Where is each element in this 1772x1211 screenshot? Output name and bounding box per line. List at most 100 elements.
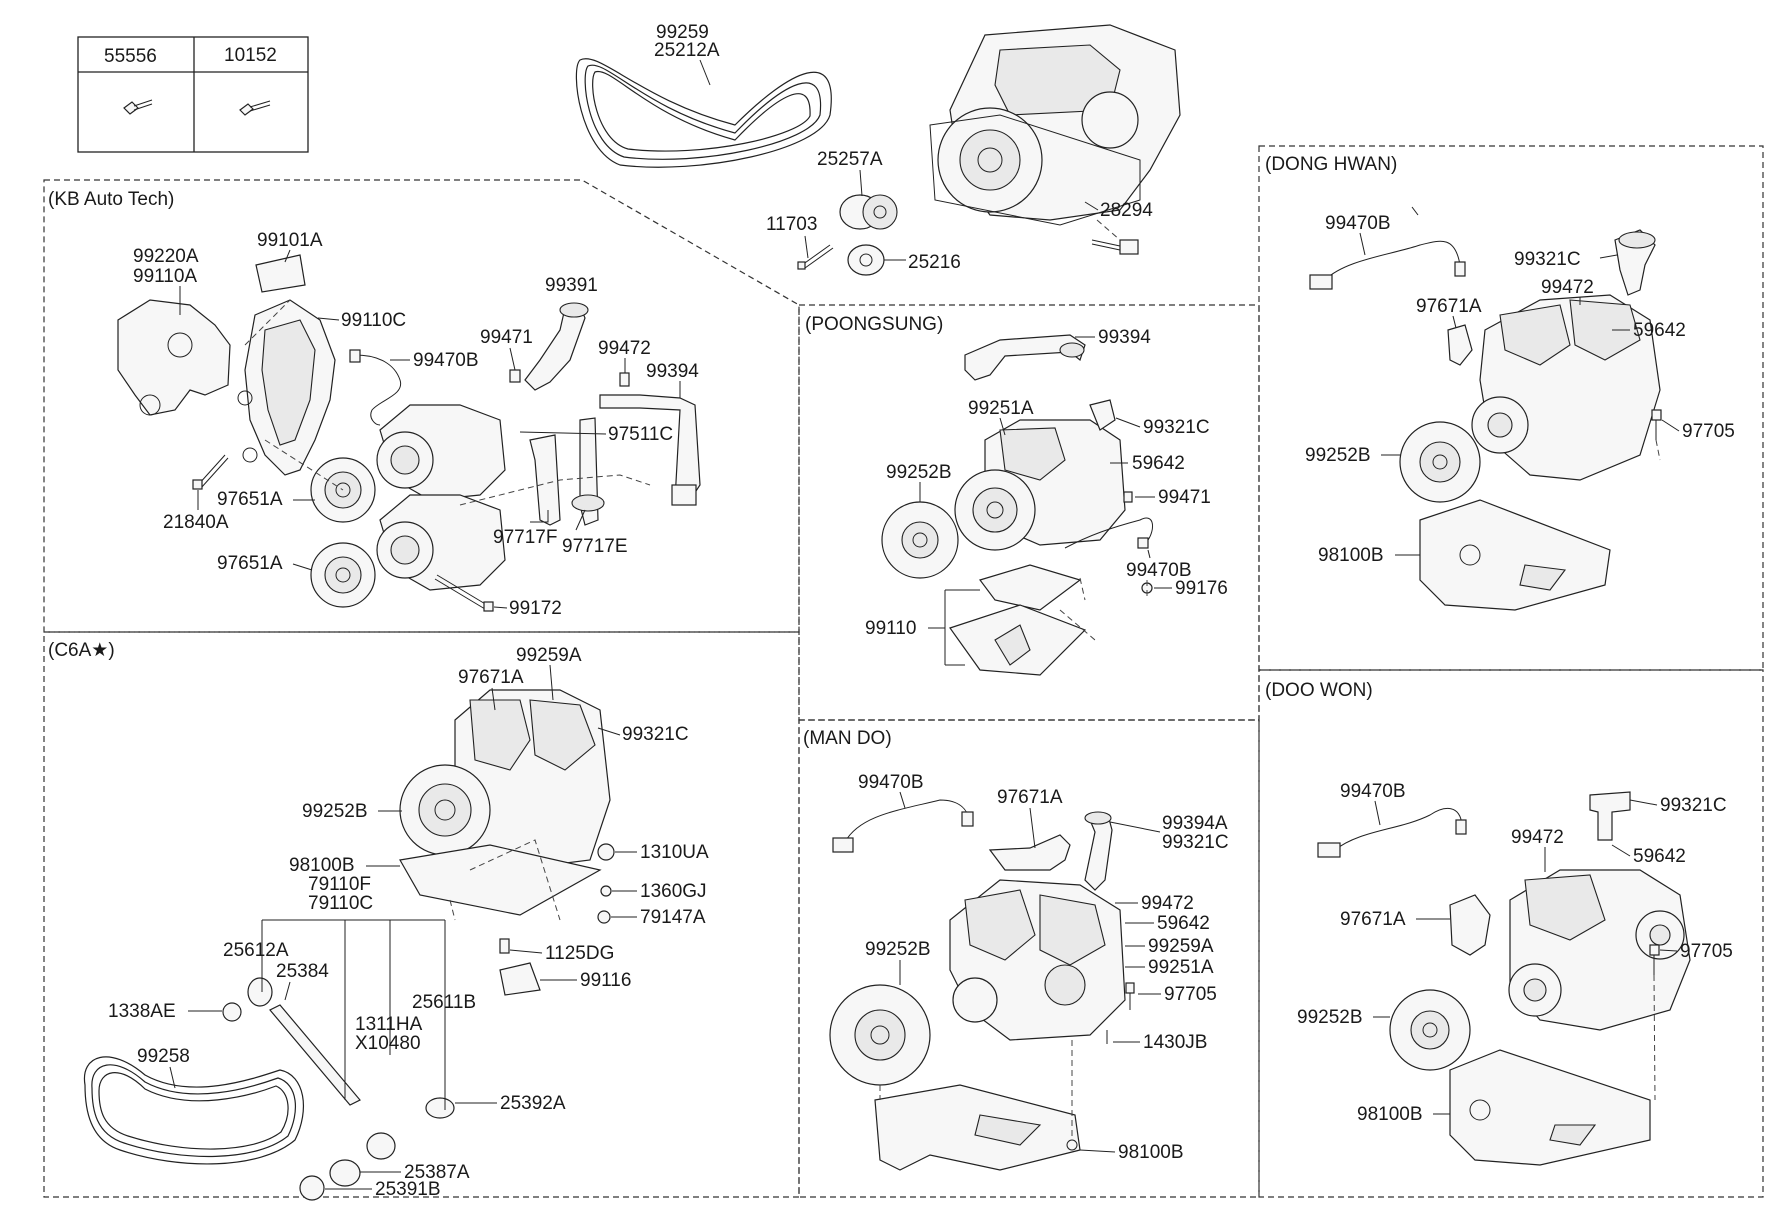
c6a-compressor-drawing <box>399 689 611 916</box>
donghwan-wire-drawing <box>1309 206 1466 290</box>
label-99321C-poongsung: 99321C <box>1143 417 1210 438</box>
label-99252B-mando: 99252B <box>865 939 931 960</box>
top-compressor-drawing <box>929 24 1181 226</box>
label-99321C-donghwan: 99321C <box>1514 249 1581 270</box>
label-1338AE: 1338AE <box>108 1001 176 1022</box>
bolt-28294-drawing <box>1091 239 1139 255</box>
mando-wire-drawing <box>832 799 974 853</box>
label-99472-mando: 99472 <box>1141 893 1194 914</box>
label-1311HA: 1311HA <box>355 1014 423 1035</box>
label-99258: 99258 <box>137 1046 190 1067</box>
label-1360GJ: 1360GJ <box>640 881 707 902</box>
label-99172: 99172 <box>509 598 562 619</box>
label-97671A-donghwan: 97671A <box>1416 296 1482 317</box>
donghwan-compressor-drawing <box>1447 294 1661 481</box>
label-1125DG: 1125DG <box>545 943 614 964</box>
label-99252B-donghwan: 99252B <box>1305 445 1371 466</box>
bolt-11703-drawing <box>797 244 834 270</box>
top-belt-drawing <box>575 58 832 168</box>
label-99321C-doowon: 99321C <box>1660 795 1727 816</box>
poongsung-wire-drawing <box>1064 517 1153 549</box>
label-25384: 25384 <box>276 961 329 982</box>
label-11703: 11703 <box>766 214 817 235</box>
label-99252B-poongsung: 99252B <box>886 462 952 483</box>
bolt-icon <box>239 100 271 116</box>
donghwan-fitting-drawing <box>1614 229 1656 296</box>
section-title-doo-won: (DOO WON) <box>1265 680 1373 701</box>
label-99176: 99176 <box>1175 578 1228 599</box>
poongsung-base-plate-drawing <box>949 564 1087 676</box>
kb-bracket-99101A-drawing <box>255 254 306 293</box>
label-25612A: 25612A <box>223 940 289 961</box>
tensioner-pulley-drawing <box>839 194 898 230</box>
doowon-compressor-drawing <box>1449 869 1691 1031</box>
label-97705-mando: 97705 <box>1164 984 1217 1005</box>
label-99470B-poongsung: 99470B <box>1126 560 1192 581</box>
mando-pulley-drawing <box>829 984 931 1086</box>
label-99321C: 99321C <box>622 724 689 745</box>
label-98100B-doowon: 98100B <box>1357 1104 1423 1125</box>
label-25387A: 25387A <box>404 1162 470 1183</box>
label-25216: 25216 <box>908 252 961 273</box>
section-frames <box>43 145 1764 1198</box>
label-99252B: 99252B <box>302 801 368 822</box>
label-99259A: 99259A <box>516 645 582 666</box>
doowon-pulley-drawing <box>1389 989 1471 1071</box>
mando-pipe-drawing <box>988 811 1113 891</box>
label-97671A-mando: 97671A <box>997 787 1063 808</box>
label-97717E: 97717E <box>562 536 628 557</box>
label-99470B-doowon: 99470B <box>1340 781 1406 802</box>
donghwan-bolt-97705-drawing <box>1651 409 1662 440</box>
label-28294: 28294 <box>1100 200 1153 221</box>
fastener-table: 55556 10152 <box>77 36 309 153</box>
label-99321C-mando: 99321C <box>1162 832 1229 853</box>
mando-bracket-drawing <box>874 1084 1081 1171</box>
label-25212A: 25212A <box>654 40 720 61</box>
idler-pulley-drawing <box>847 244 885 276</box>
label-97651A-lower: 97651A <box>217 553 283 574</box>
label-21840A: 21840A <box>163 512 229 533</box>
table-header-55556: 55556 <box>104 46 157 67</box>
label-99220A: 99220A <box>133 246 199 267</box>
donghwan-pulley-drawing <box>1399 421 1481 503</box>
label-99251A-mando: 99251A <box>1148 957 1214 978</box>
label-1430JB: 1430JB <box>1143 1032 1207 1053</box>
label-98100B-donghwan: 98100B <box>1318 545 1384 566</box>
flange-bolt-icon <box>123 99 153 115</box>
label-98100B-mando: 98100B <box>1118 1142 1184 1163</box>
section-title-c6a: (C6A★) <box>48 640 115 661</box>
label-98100B: 98100B <box>289 855 355 876</box>
label-97705-doowon: 97705 <box>1680 941 1733 962</box>
label-25392A: 25392A <box>500 1093 566 1114</box>
label-79147A: 79147A <box>640 907 706 928</box>
label-99472-doowon: 99472 <box>1511 827 1564 848</box>
poongsung-pulley-drawing <box>881 501 959 579</box>
label-1310UA: 1310UA <box>640 842 709 863</box>
doowon-bracket-drawing <box>1449 1049 1651 1166</box>
doowon-wire-drawing <box>1317 807 1467 858</box>
label-97511C: 97511C <box>608 424 673 445</box>
label-99394-poongsung: 99394 <box>1098 327 1151 348</box>
doowon-fitting-drawing <box>1589 791 1631 841</box>
kb-bolt-99172-drawing <box>434 574 494 612</box>
section-title-dong-hwan: (DONG HWAN) <box>1265 154 1397 175</box>
label-99472-donghwan: 99472 <box>1541 277 1594 298</box>
c6a-small-fasteners-drawing <box>499 843 615 996</box>
label-97671A-doowon: 97671A <box>1340 909 1406 930</box>
poongsung-pipe-drawing <box>964 334 1086 381</box>
doowon-bolt-97705-drawing <box>1649 944 1660 975</box>
label-99110C: 99110C <box>341 310 406 331</box>
label-99110A: 99110A <box>133 266 197 287</box>
label-79110C: 79110C <box>308 893 373 914</box>
label-99471: 99471 <box>480 327 533 348</box>
poongsung-compressor-drawing <box>954 399 1126 551</box>
table-header-10152: 10152 <box>224 45 277 66</box>
label-99471-poongsung: 99471 <box>1158 487 1211 508</box>
kb-pipes-drawing <box>524 302 701 526</box>
label-25257A: 25257A <box>817 149 883 170</box>
donghwan-bracket-drawing <box>1419 499 1611 611</box>
label-79110F: 79110F <box>308 874 371 895</box>
label-99391: 99391 <box>545 275 598 296</box>
section-title-kb-auto-tech: (KB Auto Tech) <box>48 189 174 210</box>
